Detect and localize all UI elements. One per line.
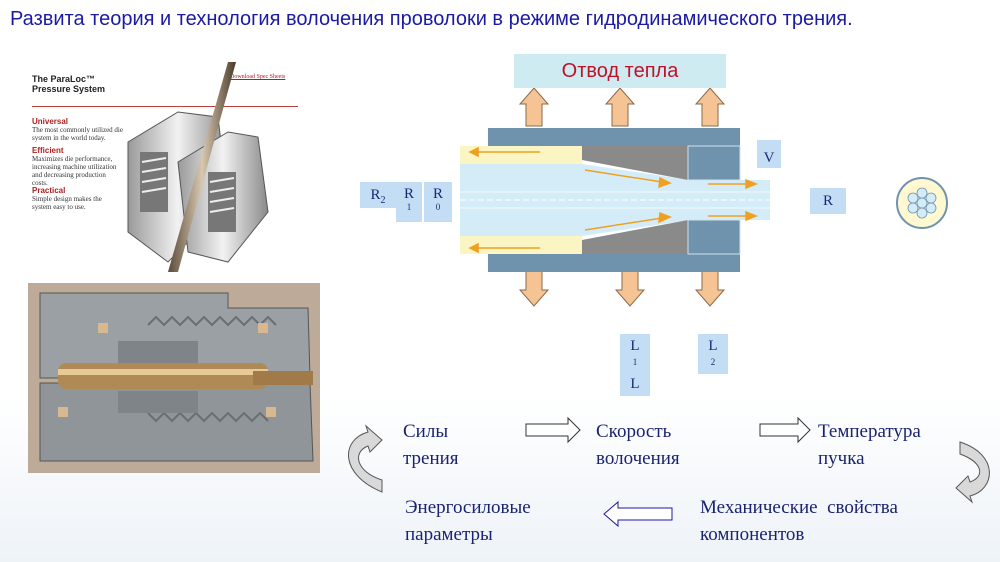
r1-main: R (403, 186, 414, 202)
cycle-friction-line2: трения (403, 448, 459, 469)
l1-main: L (630, 338, 640, 354)
l2-label: L 2 (698, 334, 728, 374)
paraloc-cutaway-illustration (127, 62, 269, 272)
heat-arrow-up-icon (694, 88, 726, 127)
cycle-mechanical-line2: компонентов (700, 524, 805, 545)
brochure-section-3: Practical Simple design makes the system… (32, 186, 118, 211)
brochure-title: The ParaLoc™ Pressure System (32, 74, 105, 94)
r2-label: R2 (360, 182, 396, 208)
cycle-energy: Энергосиловые параметры (405, 494, 531, 548)
die-casing-bottom (488, 252, 740, 272)
lubricant-top (460, 146, 582, 164)
cycle-temperature: Температура пучка (818, 418, 921, 472)
brochure-heading: Practical (32, 186, 66, 195)
heat-arrow-up-icon (604, 88, 636, 127)
l-label: L (620, 372, 650, 396)
arrow-right-icon (525, 416, 581, 444)
curved-arrow-down-icon (955, 441, 990, 504)
cycle-speed-line2: волочения (596, 448, 680, 469)
cycle-speed: Скорость волочения (596, 418, 680, 472)
brochure-rule (32, 106, 298, 107)
cycle-energy-line2: параметры (405, 524, 493, 545)
cycle-speed-line1: Скорость (596, 421, 672, 442)
r1-label: R 1 (396, 182, 422, 222)
r1-sub: 1 (406, 202, 412, 212)
cycle-mechanical: Механические свойства компонентов (700, 494, 898, 548)
brochure-title-line1: The ParaLoc™ (32, 74, 96, 84)
brochure-section-1: Universal The most commonly utilized die… (32, 117, 132, 142)
cycle-temperature-line1: Температура (818, 421, 921, 442)
cycle-friction: Силы трения (403, 418, 459, 472)
r0-label: R 0 (424, 182, 452, 222)
paraloc-brochure: The ParaLoc™ Pressure System Download Sp… (28, 62, 310, 272)
brochure-text: Simple design makes the system easy to u… (32, 195, 102, 211)
v-label: V (757, 140, 781, 168)
wire-cross-section-icon (896, 177, 948, 229)
heat-removal-label: Отвод тепла (514, 54, 726, 88)
r-label: R (810, 188, 846, 214)
r2-main: R (370, 187, 381, 203)
l2-sub: 2 (710, 357, 716, 367)
die-casing-top (488, 128, 740, 148)
l1-label: L 1 (620, 334, 650, 374)
r2-sub: 2 (380, 195, 386, 206)
cycle-temperature-line2: пучка (818, 448, 865, 469)
slide-title: Развита теория и технология волочения пр… (10, 8, 853, 30)
r0-main: R (432, 186, 443, 202)
curved-arrow-up-icon (347, 424, 383, 493)
brochure-link[interactable]: Download Spec Sheets (230, 74, 286, 80)
die-assembly-photo (28, 283, 320, 473)
arrow-left-icon (603, 500, 673, 528)
brochure-heading: Universal (32, 117, 69, 126)
brochure-section-2: Efficient Maximizes die performance, inc… (32, 146, 118, 187)
brochure-text: The most commonly utilized die system in… (32, 126, 123, 142)
lubricant-bottom (460, 236, 582, 254)
brochure-heading: Efficient (32, 146, 64, 155)
cycle-friction-line1: Силы (403, 421, 449, 442)
l1-sub: 1 (632, 357, 638, 367)
cycle-mechanical-line1: Механические свойства (700, 497, 898, 518)
cycle-energy-line1: Энергосиловые (405, 497, 531, 518)
r0-sub: 0 (435, 202, 441, 212)
die-bearing-bottom (687, 219, 741, 255)
heat-arrow-up-icon (518, 88, 550, 127)
brochure-text: Maximizes die performance, increasing ma… (32, 155, 117, 187)
die-bearing-top (687, 145, 741, 181)
arrow-right-icon (759, 416, 811, 444)
l2-main: L (708, 338, 718, 354)
die-schematic (460, 88, 770, 307)
brochure-title-line2: Pressure System (32, 84, 106, 94)
die-cone-bottom (582, 220, 688, 254)
die-cone-top (582, 146, 688, 180)
